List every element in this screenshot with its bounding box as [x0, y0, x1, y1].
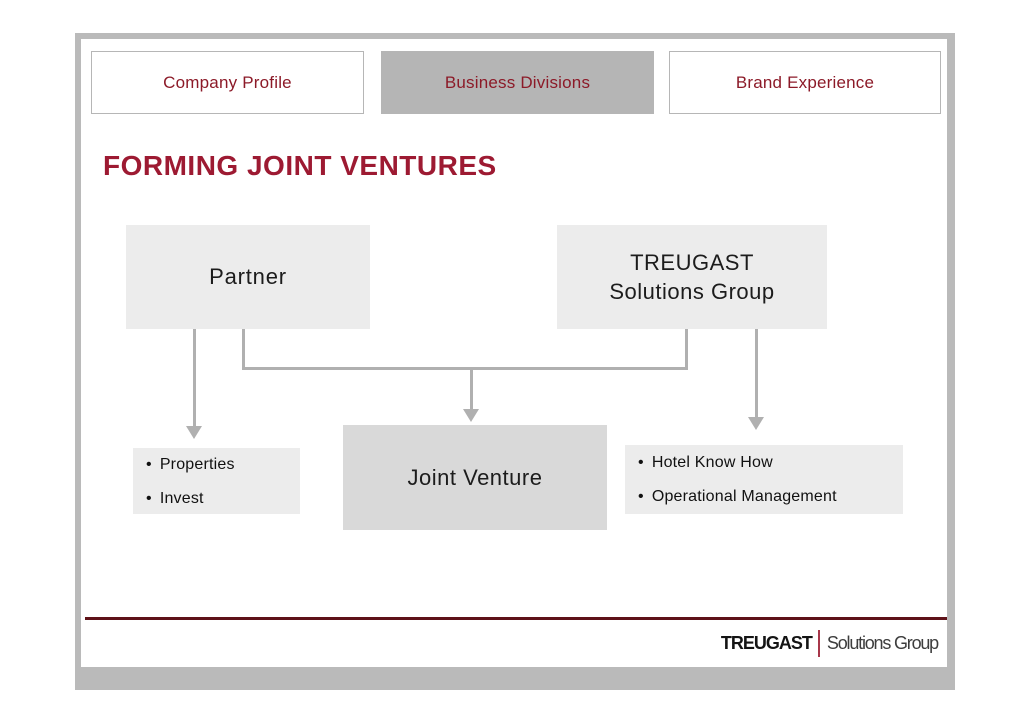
bullet-text: Properties	[159, 455, 235, 473]
connector-partner-drop	[242, 329, 245, 370]
bullet-text: Invest	[159, 489, 204, 507]
tab-brand-experience[interactable]: Brand Experience	[669, 51, 941, 114]
bullet-item: • Operational Management	[638, 487, 903, 506]
bullet-dot-icon: •	[146, 455, 152, 473]
bullet-item: • Hotel Know How	[638, 453, 903, 472]
tab-label: Company Profile	[163, 72, 292, 92]
bullet-dot-icon: •	[146, 489, 152, 507]
connector-treugast-drop	[685, 329, 688, 370]
connector-treugast-to-bullets	[755, 329, 758, 417]
logo-secondary-text: Solutions Group	[826, 633, 939, 653]
bullet-item: • Invest	[146, 489, 300, 508]
logo-primary-text: TREUGAST	[720, 633, 813, 653]
partner-box-label: Partner	[209, 264, 287, 289]
joint-venture-box-label: Joint Venture	[407, 464, 543, 490]
treugast-box-label-line1: TREUGAST	[630, 250, 754, 275]
page-title: FORMING JOINT VENTURES	[103, 150, 497, 181]
tab-business-divisions[interactable]: Business Divisions	[381, 51, 654, 114]
bullet-dot-icon: •	[638, 488, 644, 505]
slide-frame: Company Profile Business Divisions Brand…	[75, 33, 955, 690]
treugast-box: TREUGAST Solutions Group	[557, 225, 827, 329]
tab-company-profile[interactable]: Company Profile	[91, 51, 364, 114]
arrow-down-icon	[748, 417, 764, 430]
treugast-box-label-line2: Solutions Group	[609, 279, 775, 304]
footer-logo: TREUGAST Solutions Group	[720, 630, 939, 657]
joint-venture-box: Joint Venture	[343, 425, 607, 530]
arrow-down-icon	[463, 409, 479, 422]
bullet-item: • Properties	[146, 455, 300, 474]
logo-divider-line	[817, 630, 820, 657]
partner-box: Partner	[126, 225, 370, 329]
connector-horizontal-bracket	[242, 367, 688, 370]
bullet-text: Operational Management	[651, 488, 837, 505]
bullet-dot-icon: •	[638, 454, 644, 471]
footer-divider-line	[85, 617, 947, 620]
tab-label: Brand Experience	[735, 72, 875, 92]
partner-bullets-box: • Properties • Invest	[133, 448, 300, 514]
treugast-bullets-box: • Hotel Know How • Operational Managemen…	[625, 445, 903, 514]
arrow-down-icon	[186, 426, 202, 439]
connector-bracket-to-joint-venture	[470, 370, 473, 409]
bullet-text: Hotel Know How	[651, 454, 773, 471]
connector-partner-to-bullets	[193, 329, 196, 426]
tab-label: Business Divisions	[444, 72, 591, 92]
